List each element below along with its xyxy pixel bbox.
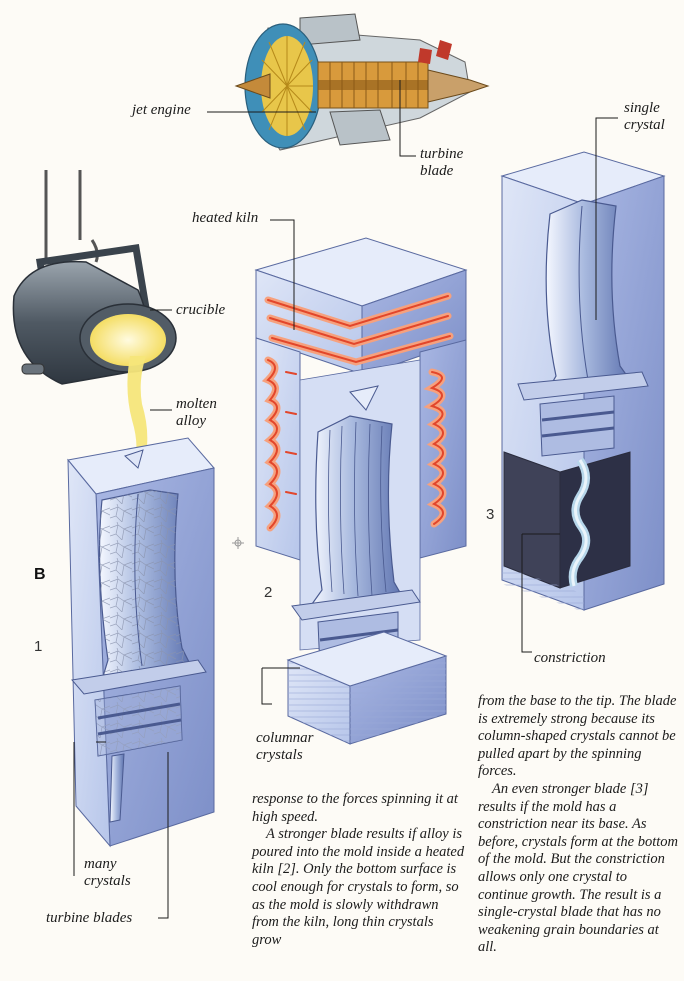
printer-mark (232, 537, 244, 549)
label-turbine-blade: turbine blade (420, 146, 464, 179)
body-text-middle-column: response to the forces spinning it at hi… (252, 791, 466, 949)
body-text-right-column: from the base to the tip. The blade is e… (478, 693, 680, 957)
jet-engine-illustration (234, 13, 490, 151)
label-jet-engine: jet engine (132, 102, 191, 118)
paragraph: response to the forces spinning it at hi… (252, 791, 458, 825)
label-heated-kiln: heated kiln (192, 210, 259, 226)
label-columnar-crystals: columnar crystals (256, 730, 314, 763)
label-single-crystal: single crystal (624, 100, 665, 133)
label-molten-alloy: molten alloy (176, 396, 217, 429)
paragraph: from the base to the tip. The blade is e… (478, 693, 677, 780)
heated-kiln-block-2 (254, 237, 468, 745)
paragraph: A stronger blade results if alloy is pou… (252, 826, 465, 948)
step-number-1: 1 (34, 638, 43, 655)
label-constriction: constriction (534, 650, 606, 666)
heating-coils (261, 292, 454, 532)
label-many-crystals: many crystals (84, 856, 131, 889)
crucible-illustration (12, 170, 177, 456)
mold-block-1 (67, 437, 215, 848)
label-crucible: crucible (176, 302, 226, 318)
label-turbine-blades: turbine blades (46, 910, 133, 926)
section-letter: B (34, 566, 46, 583)
leader-lines (73, 80, 618, 919)
step-number-3: 3 (486, 506, 495, 523)
mold-block-3 (500, 151, 666, 612)
paragraph: An even stronger blade [3] results if th… (478, 780, 679, 956)
step-number-2: 2 (264, 584, 273, 601)
